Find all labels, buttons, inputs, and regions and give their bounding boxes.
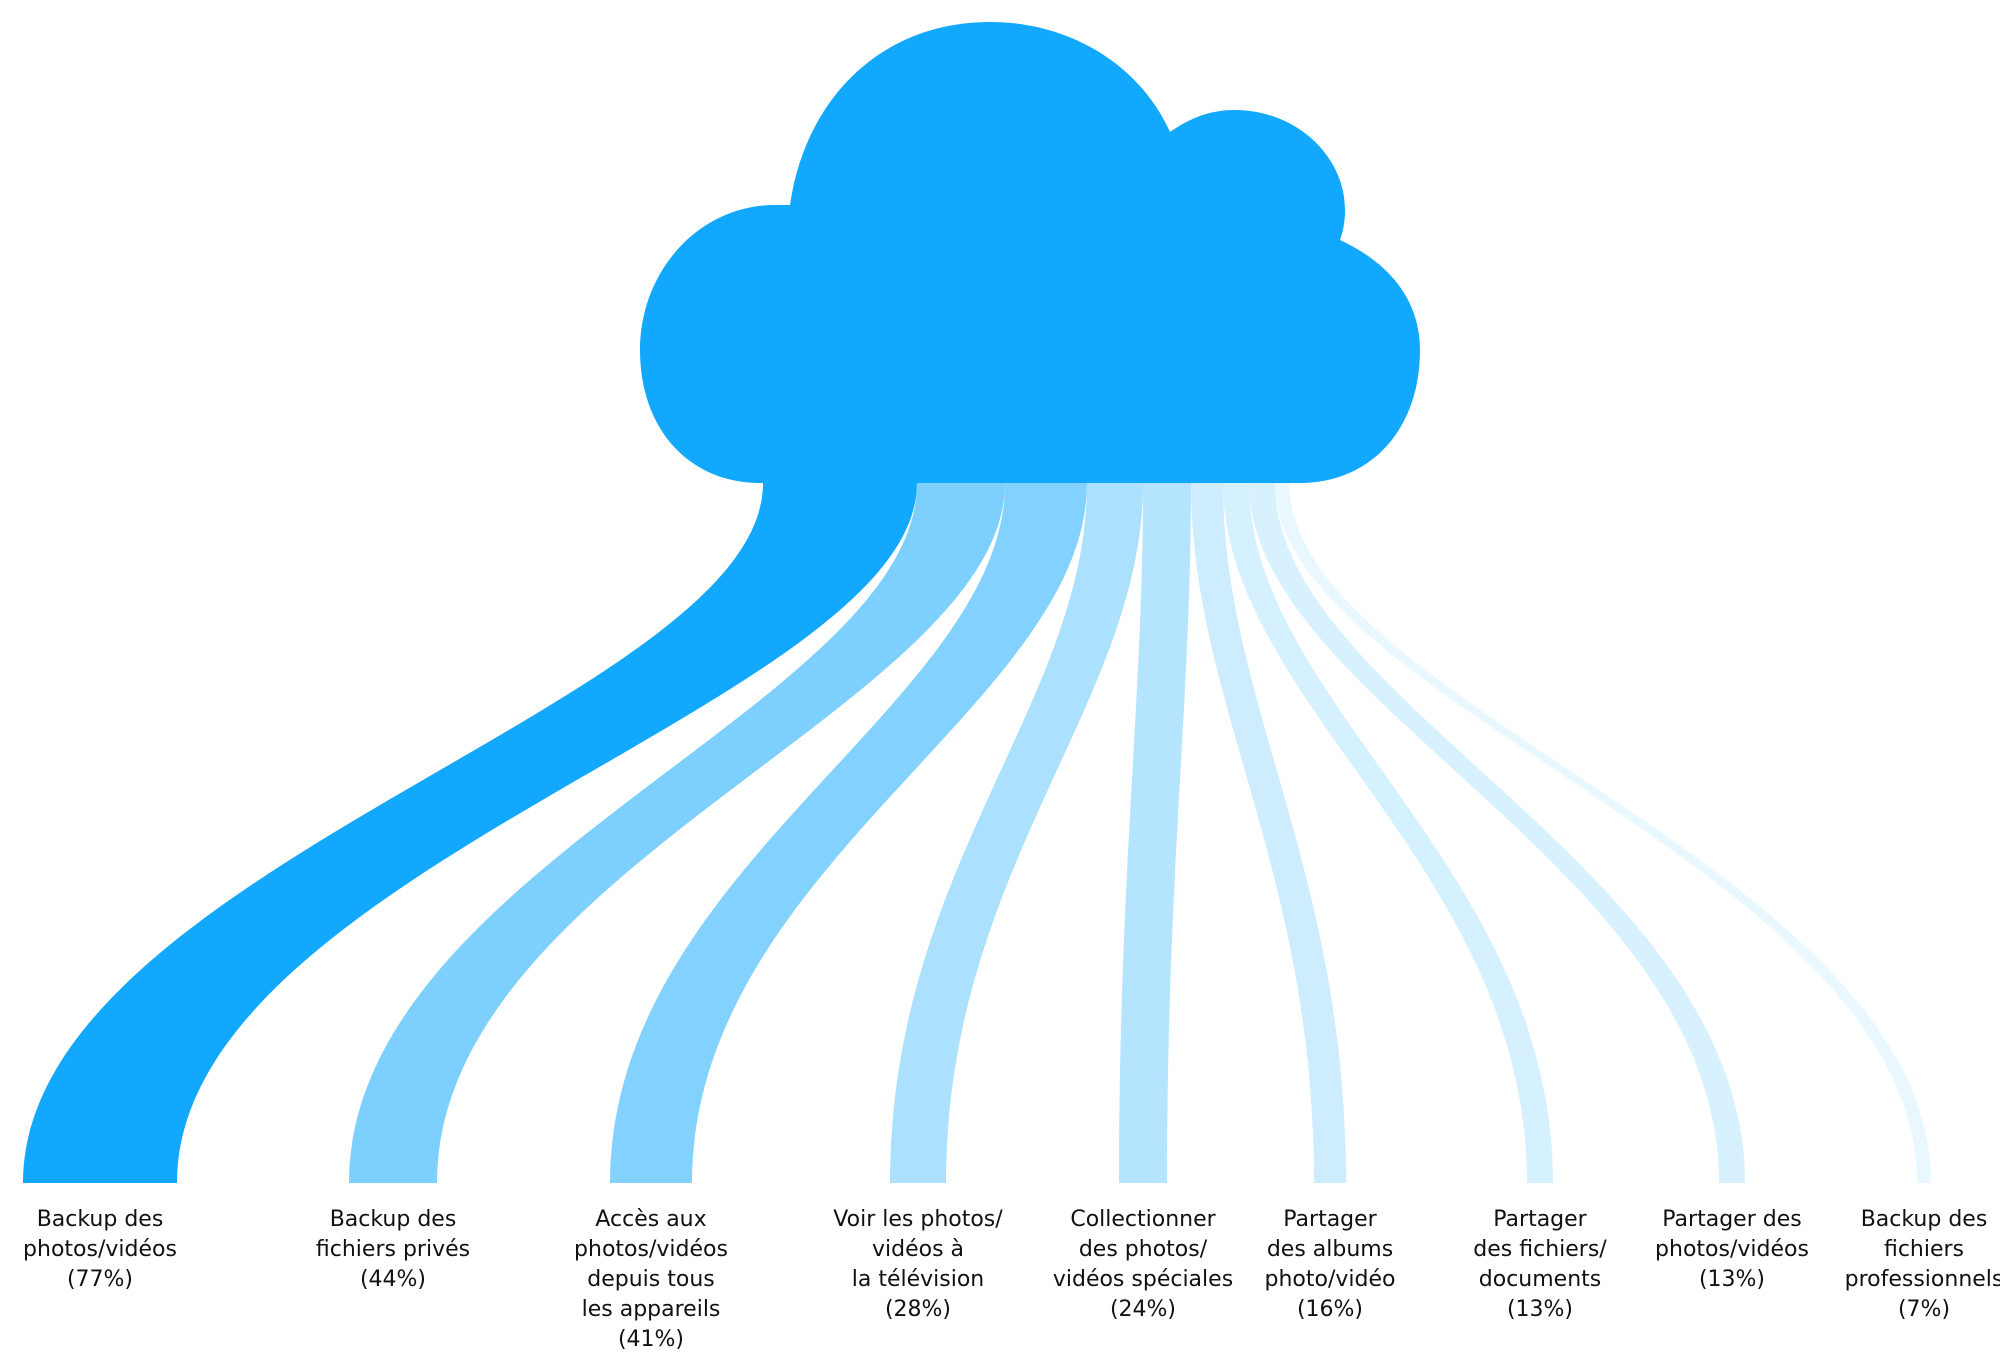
category-label-line: (28%) [884, 1297, 952, 1322]
cloud-icon [640, 22, 1420, 483]
category-label-line: Collectionner [1070, 1207, 1216, 1232]
category-label-7: Partager des fichiers/documents (13%) [1440, 1205, 1640, 1325]
category-label-line: professionnels [1844, 1267, 2000, 1292]
category-label-line: (41%) [617, 1327, 685, 1352]
category-label-line: Backup des [1860, 1207, 1988, 1232]
category-label-line: Backup des [36, 1207, 164, 1232]
flow-band-7 [1223, 483, 1553, 1183]
category-label-line: (44%) [359, 1267, 427, 1292]
category-label-line: Partager [1493, 1207, 1587, 1232]
category-label-1: Backup des photos/vidéos (77%) [0, 1205, 200, 1295]
category-label-line: des albums [1266, 1237, 1394, 1262]
category-label-line: fichiers privés [315, 1237, 471, 1262]
category-label-line: Backup des [329, 1207, 457, 1232]
category-label-line: documents [1478, 1267, 1602, 1292]
category-label-line: (13%) [1698, 1267, 1766, 1292]
flow-band-1 [23, 483, 917, 1183]
flow-band-5 [1119, 483, 1191, 1183]
category-label-line: (16%) [1296, 1297, 1364, 1322]
category-label-line: photo/vidéo [1264, 1267, 1396, 1292]
category-label-line: depuis tous [587, 1267, 715, 1292]
flow-band-6 [1191, 483, 1346, 1183]
category-label-line: Accès aux [595, 1207, 707, 1232]
flow-band-4 [890, 483, 1143, 1183]
category-label-6: Partager des albums photo/vidéo (16%) [1230, 1205, 1430, 1325]
category-label-line: vidéos à [871, 1237, 965, 1262]
category-label-line: (7%) [1897, 1297, 1951, 1322]
category-label-line: Partager [1283, 1207, 1377, 1232]
category-label-3: Accès aux photos/vidéos depuis tous les app… [551, 1205, 751, 1355]
category-label-2: Backup des fichiers privés (44%) [293, 1205, 493, 1295]
category-label-line: (24%) [1109, 1297, 1177, 1322]
category-label-8: Partager des photos/vidéos (13%) [1632, 1205, 1832, 1295]
flow-band-3 [610, 483, 1087, 1183]
category-label-line: Voir les photos/ [833, 1207, 1003, 1232]
category-label-line: photos/vidéos [23, 1237, 177, 1262]
flow-band-9 [1275, 483, 1931, 1183]
category-label-5: Collectionner des photos/vidéos spéciales… [1043, 1205, 1243, 1325]
category-label-line: fichiers [1883, 1237, 1965, 1262]
category-label-line: photos/vidéos [1655, 1237, 1809, 1262]
category-label-line: (13%) [1506, 1297, 1574, 1322]
category-label-4: Voir les photos/vidéos à la télévision (28… [818, 1205, 1018, 1325]
category-label-line: Partager des [1662, 1207, 1802, 1232]
flow-band-2 [349, 483, 1005, 1183]
category-label-9: Backup des fichiers professionnels (7%) [1824, 1205, 2000, 1325]
category-label-line: photos/vidéos [574, 1237, 728, 1262]
category-label-line: des fichiers/ [1473, 1237, 1607, 1262]
category-label-line: les appareils [581, 1297, 721, 1322]
category-label-line: vidéos spéciales [1052, 1267, 1234, 1292]
category-label-line: la télévision [851, 1267, 985, 1292]
category-label-line: (77%) [66, 1267, 134, 1292]
category-label-line: des photos/ [1078, 1237, 1208, 1262]
